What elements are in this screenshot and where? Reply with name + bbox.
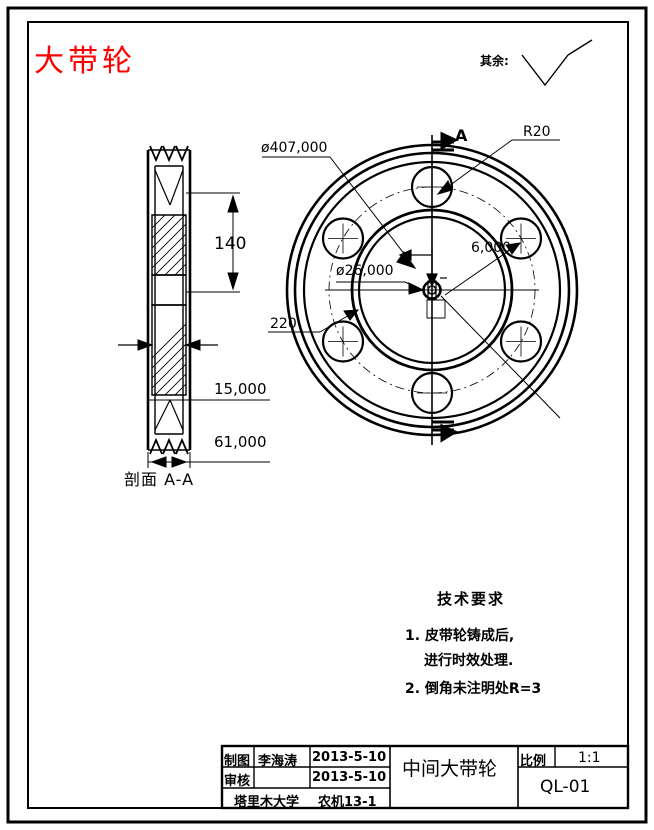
dim-outer-diameter-label: ø407,000 xyxy=(261,140,328,156)
surface-finish-label: 其余: xyxy=(480,54,509,68)
dim-bore-label: ø26,000 xyxy=(336,263,394,279)
dim-height-label: 140 xyxy=(214,234,247,254)
dim-bolt-circle-label: 220 xyxy=(270,316,297,332)
sheet-outer-border xyxy=(6,6,648,824)
dim-hole-label: 6,000 xyxy=(471,240,512,256)
section-view-geometry xyxy=(118,145,270,468)
title-block-part-name: 中间大带轮 xyxy=(402,758,498,780)
title-block-checked-by-date: 2013-5-10 xyxy=(312,770,387,785)
tech-requirement-item-1: 1. 皮带轮铸成后, xyxy=(405,628,515,644)
title-block-drawn-by-date: 2013-5-10 xyxy=(312,750,387,765)
tech-requirements-heading: 技术要求 xyxy=(437,590,506,608)
title-block-drawing-number: QL-01 xyxy=(540,777,591,797)
surface-finish-symbol xyxy=(521,39,593,87)
section-caption: 剖面 A-A xyxy=(124,470,195,489)
title-block-class: 农机13-1 xyxy=(318,795,377,810)
title-block-scale-value: 1:1 xyxy=(578,750,601,766)
sheet-title-red: 大带轮 xyxy=(34,44,136,79)
dim-radius-label: R20 xyxy=(523,124,551,140)
front-view-geometry xyxy=(262,131,579,445)
title-block-drawn-by-label: 制图 xyxy=(224,754,251,769)
title-block-checked-by-label: 审核 xyxy=(224,774,251,789)
title-block-frame xyxy=(220,744,630,810)
dim-web-label: 15,000 xyxy=(214,380,267,398)
section-arrow-label-a: A xyxy=(455,126,468,145)
title-block-school: 塔里木大学 xyxy=(234,795,300,810)
tech-requirement-item-1-cont: 进行时效处理. xyxy=(424,653,514,669)
dim-width-label: 61,000 xyxy=(214,433,267,451)
tech-requirement-item-2: 2. 倒角未注明处R=3 xyxy=(405,681,542,697)
title-block-drawn-by-name: 李海涛 xyxy=(258,754,298,769)
title-block-scale-label: 比例 xyxy=(520,754,547,769)
